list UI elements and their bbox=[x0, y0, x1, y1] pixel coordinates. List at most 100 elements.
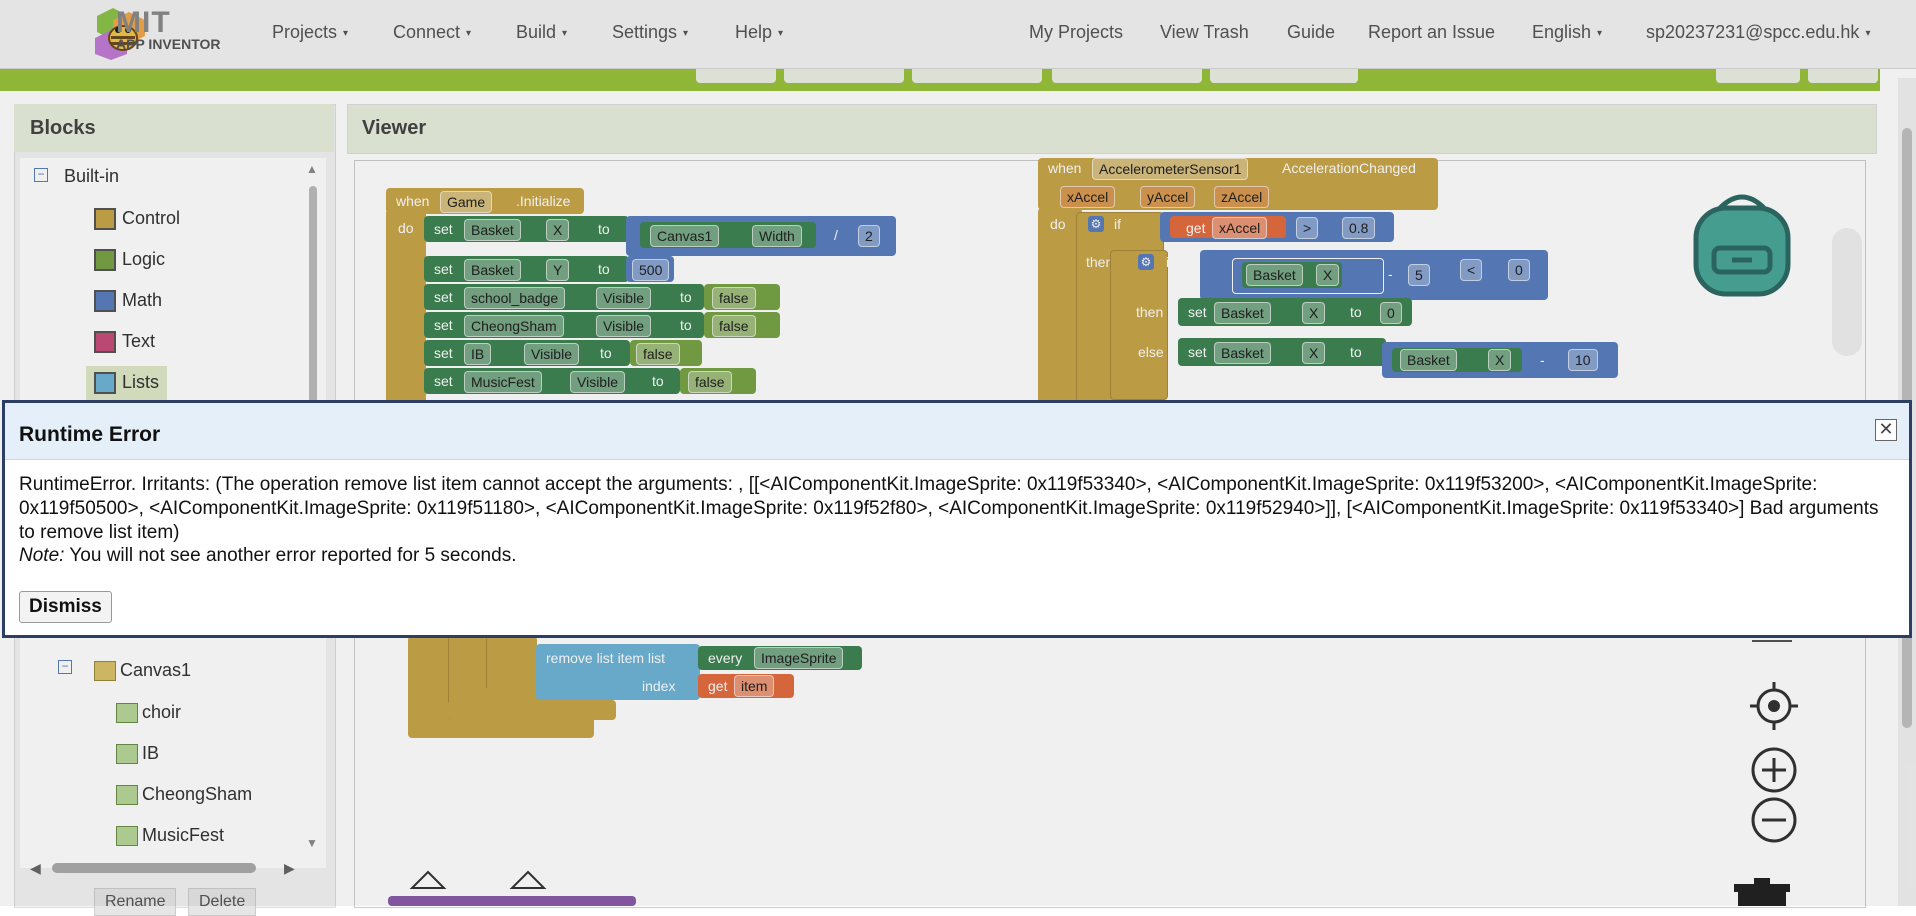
gear-icon[interactable]: ⚙ bbox=[1088, 216, 1104, 232]
component-dropdown[interactable]: MusicFest bbox=[464, 371, 542, 393]
scroll-down-icon[interactable]: ▼ bbox=[306, 836, 318, 850]
game-initialize-block[interactable] bbox=[386, 188, 584, 214]
tree-scrollbar[interactable] bbox=[309, 186, 317, 406]
scroll-left-icon[interactable]: ◀ bbox=[30, 860, 41, 876]
menu-build[interactable]: Build▾ bbox=[516, 22, 568, 42]
set-basket-x-block[interactable] bbox=[424, 216, 629, 242]
menu-connect[interactable]: Connect▾ bbox=[393, 22, 472, 42]
collapse-icon[interactable]: − bbox=[58, 660, 72, 674]
number-input[interactable]: 0 bbox=[1508, 259, 1530, 281]
zoom-out-icon[interactable] bbox=[1750, 796, 1798, 844]
menu-help[interactable]: Help▾ bbox=[735, 22, 784, 42]
toolbar-button[interactable] bbox=[1808, 69, 1878, 83]
tree-item-control[interactable]: Control bbox=[94, 208, 180, 231]
param-xaccel[interactable]: xAccel bbox=[1060, 186, 1116, 208]
tree-item-choir[interactable]: choir bbox=[116, 702, 181, 724]
component-dropdown[interactable]: Canvas1 bbox=[650, 225, 720, 247]
tree-hscrollbar[interactable] bbox=[52, 863, 256, 873]
tree-item-text[interactable]: Text bbox=[94, 331, 155, 354]
tree-item-builtin[interactable]: Built-in bbox=[64, 166, 120, 186]
property-dropdown[interactable]: X bbox=[1488, 349, 1512, 371]
toolbar-button[interactable] bbox=[784, 69, 904, 83]
link-my-projects[interactable]: My Projects bbox=[1029, 22, 1124, 42]
dismiss-button[interactable]: Dismiss bbox=[19, 591, 112, 623]
set-basket-y-block[interactable] bbox=[424, 256, 629, 282]
component-getter[interactable] bbox=[1242, 262, 1342, 288]
param-zaccel[interactable]: zAccel bbox=[1214, 186, 1270, 208]
property-dropdown[interactable]: X bbox=[1302, 302, 1326, 324]
logic-false-block[interactable] bbox=[630, 340, 702, 366]
canvas-width-getter[interactable] bbox=[640, 222, 816, 248]
component-dropdown[interactable]: IB bbox=[464, 343, 492, 365]
inner-if-block[interactable] bbox=[1110, 250, 1168, 400]
component-dropdown[interactable]: Game bbox=[440, 191, 493, 213]
number-input[interactable]: 10 bbox=[1568, 349, 1598, 371]
component-dropdown[interactable]: Basket bbox=[464, 219, 521, 241]
link-guide[interactable]: Guide bbox=[1287, 22, 1336, 42]
property-dropdown[interactable]: Visible bbox=[570, 371, 625, 393]
component-dropdown[interactable]: Basket bbox=[1246, 264, 1303, 286]
menu-settings[interactable]: Settings▾ bbox=[612, 22, 689, 42]
trash-icon[interactable] bbox=[1730, 878, 1794, 906]
menu-language[interactable]: English▾ bbox=[1532, 22, 1603, 42]
boolean-dropdown[interactable]: false bbox=[712, 287, 756, 309]
link-view-trash[interactable]: View Trash bbox=[1160, 22, 1249, 42]
number-input[interactable]: 0.8 bbox=[1342, 217, 1376, 239]
toolbar-button[interactable] bbox=[912, 69, 1042, 83]
menu-projects[interactable]: Projects▾ bbox=[272, 22, 349, 42]
app-inventor-logo-icon[interactable] bbox=[38, 6, 228, 60]
component-dropdown[interactable]: school_badge bbox=[464, 287, 566, 309]
component-dropdown[interactable]: AccelerometerSensor1 bbox=[1092, 158, 1249, 180]
property-dropdown[interactable]: Width bbox=[752, 225, 802, 247]
property-dropdown[interactable]: X bbox=[1316, 264, 1340, 286]
tree-item-lists[interactable]: Lists bbox=[86, 366, 168, 401]
number-input[interactable]: 0 bbox=[1380, 302, 1402, 324]
remove-list-item-block[interactable] bbox=[536, 644, 700, 700]
component-dropdown[interactable]: Basket bbox=[1214, 302, 1271, 324]
toolbar-button[interactable] bbox=[696, 69, 776, 83]
tree-item-cheongsham[interactable]: CheongSham bbox=[116, 784, 252, 806]
tree-item-musicfest[interactable]: MusicFest bbox=[116, 825, 224, 847]
toolbar-button[interactable] bbox=[1716, 69, 1800, 83]
tree-item-ib[interactable]: IB bbox=[116, 743, 159, 765]
variable-dropdown[interactable]: item bbox=[734, 675, 775, 697]
scroll-right-icon[interactable]: ▶ bbox=[284, 860, 295, 876]
param-yaccel[interactable]: yAccel bbox=[1140, 186, 1196, 208]
property-dropdown[interactable]: X bbox=[1302, 342, 1326, 364]
workspace-scrollbar[interactable] bbox=[1832, 228, 1862, 356]
collapse-triangle-icon[interactable] bbox=[508, 870, 548, 890]
close-icon[interactable]: ✕ bbox=[1875, 419, 1897, 441]
every-component-block[interactable] bbox=[698, 646, 862, 670]
property-dropdown[interactable]: X bbox=[546, 219, 570, 241]
logic-false-block[interactable] bbox=[680, 368, 756, 394]
toolbar-button[interactable] bbox=[1210, 69, 1358, 83]
component-dropdown[interactable]: Basket bbox=[1400, 349, 1457, 371]
variable-dropdown[interactable]: xAccel bbox=[1212, 217, 1268, 239]
scroll-up-icon[interactable]: ▲ bbox=[306, 162, 318, 176]
number-input[interactable]: 2 bbox=[858, 225, 880, 247]
boolean-dropdown[interactable]: false bbox=[636, 343, 680, 365]
menu-account[interactable]: sp20237231@spcc.edu.hk▾ bbox=[1646, 22, 1871, 42]
number-input[interactable]: 5 bbox=[1408, 264, 1430, 286]
recenter-icon[interactable] bbox=[1750, 682, 1798, 730]
collapse-triangle-icon[interactable] bbox=[408, 870, 448, 890]
boolean-dropdown[interactable]: false bbox=[688, 371, 732, 393]
collapse-icon[interactable]: − bbox=[34, 168, 48, 182]
property-dropdown[interactable]: Visible bbox=[596, 287, 651, 309]
component-getter[interactable] bbox=[1392, 348, 1522, 372]
link-report-issue[interactable]: Report an Issue bbox=[1368, 22, 1496, 42]
operator-dropdown[interactable]: > bbox=[1296, 217, 1319, 239]
backpack-icon[interactable] bbox=[1690, 190, 1794, 298]
get-variable-block[interactable] bbox=[1170, 216, 1286, 238]
gear-icon[interactable]: ⚙ bbox=[1138, 254, 1154, 270]
set-basket-x-block[interactable] bbox=[1178, 338, 1386, 366]
operator-dropdown[interactable]: < bbox=[1460, 259, 1483, 281]
property-dropdown[interactable]: Y bbox=[546, 259, 570, 281]
component-type-dropdown[interactable]: ImageSprite bbox=[754, 647, 844, 669]
number-input[interactable]: 500 bbox=[632, 259, 670, 281]
get-variable-block[interactable] bbox=[698, 674, 794, 698]
property-dropdown[interactable]: Visible bbox=[524, 343, 579, 365]
tree-item-math[interactable]: Math bbox=[94, 290, 162, 313]
logic-false-block[interactable] bbox=[704, 284, 780, 310]
component-dropdown[interactable]: Basket bbox=[1214, 342, 1271, 364]
